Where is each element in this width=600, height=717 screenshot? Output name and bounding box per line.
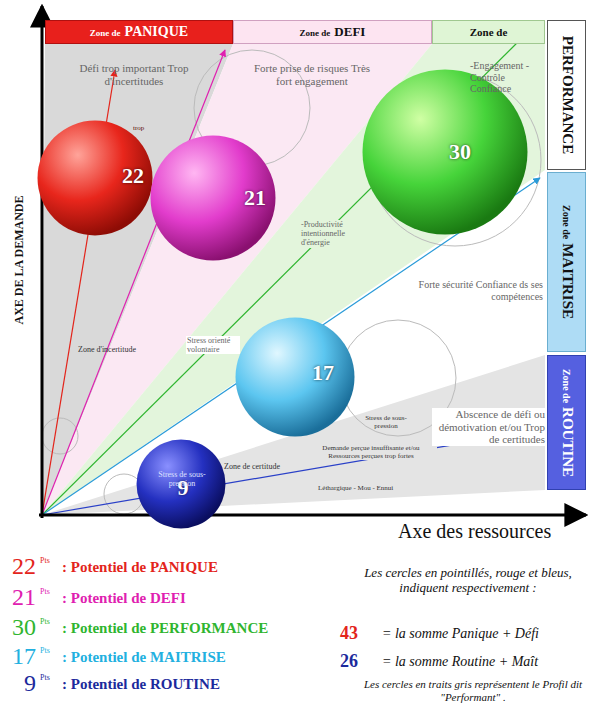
sphere-value: 22: [122, 163, 144, 189]
mastery-sphere: 17: [235, 317, 355, 437]
legend-unit: Pts: [40, 646, 50, 655]
challenge-sphere: 21: [150, 135, 276, 261]
zone-name: Zone de: [470, 26, 508, 38]
sphere-shape: [151, 136, 276, 261]
zone-name: Zone de: [90, 28, 121, 38]
zone-note: Forte prise de risques Très fort engagem…: [248, 62, 376, 87]
legend-number: 30: [12, 614, 36, 642]
resource-axis: [39, 514, 586, 517]
zone-note: Abscence de défi ou démotivation et/ou T…: [432, 408, 546, 446]
sphere-note: trop: [133, 124, 155, 132]
zone-name: Zone de: [560, 368, 571, 402]
challenge-zone-band: Zone deDEFI: [233, 20, 432, 44]
note-text: = la somme Panique + Défi: [382, 626, 539, 642]
legend-text: : Potentiel de PERFORMANCE: [62, 620, 268, 637]
zone-label: Zone deDEFI: [300, 24, 366, 40]
zone-note: Défi trop important Trop d'incertitudes: [70, 62, 198, 87]
zone-note: Zone de certitude: [224, 462, 280, 471]
axis-title: AXE DE LA DEMANDE: [13, 195, 27, 324]
zone-name: DEFI: [334, 24, 365, 40]
legend-unit: Pts: [40, 556, 50, 565]
zone-note: Demande perçue insuffisante et/ou Ressou…: [305, 444, 437, 460]
zone-label: Zone de MAITRISE: [558, 205, 575, 319]
legend-number: 17: [12, 643, 36, 671]
performance-zone-box: PERFORMANCE: [547, 20, 586, 170]
performance-zone-band: Zone de: [432, 20, 545, 44]
legend-text: : Potentiel de PANIQUE: [62, 559, 218, 576]
zone-note: Forte sécurité Confiance ds ses compéten…: [400, 279, 543, 302]
zone-label: PERFORMANCE: [558, 36, 575, 154]
zone-label: Zone de PANIQUE: [90, 24, 188, 40]
sphere-value: 21: [244, 185, 266, 211]
zone-name: PANIQUE: [125, 24, 189, 40]
legend-unit: Pts: [40, 673, 50, 682]
sphere-shape: [363, 70, 528, 235]
sum-number: 26: [340, 651, 358, 672]
zone-name: Zone de: [560, 205, 571, 239]
sphere-shape: [236, 318, 355, 437]
sphere-shape: [235, 317, 355, 437]
axis-title: Axe des ressources: [398, 520, 551, 543]
zone-name: ROUTINE: [558, 407, 575, 477]
sphere-shape: [137, 440, 226, 529]
zone-note: -Engagement -Contrôle Confiance: [470, 60, 542, 95]
zone-label: Zone de ROUTINE: [558, 368, 575, 476]
panic-sphere: 22: [37, 120, 153, 236]
zone-note: Stress de sous-pression: [158, 470, 206, 488]
note-text: Les cercles en pointillés, rouge et bleu…: [350, 566, 586, 596]
sphere-shape: [38, 121, 153, 236]
zone-note: Stress orienté volontaire: [186, 336, 240, 354]
panic-zone-band: Zone de PANIQUE: [45, 20, 233, 44]
legend-text: : Potentiel de MAITRISE: [62, 649, 226, 666]
legend-number: 22: [12, 553, 36, 581]
zone-name: Zone de: [300, 28, 331, 38]
zone-label: Zone de: [470, 26, 508, 38]
legend-unit: Pts: [40, 617, 50, 626]
performance-wedge: [42, 20, 545, 515]
sphere-value: 30: [449, 139, 471, 165]
note-text: Les cercles en traits gris représentent …: [362, 678, 584, 703]
sphere-value: 17: [312, 360, 334, 386]
routine-zone-box: Zone de ROUTINE: [547, 355, 586, 490]
sum-number: 43: [340, 623, 358, 644]
mastery-zone-box: Zone de MAITRISE: [547, 172, 586, 352]
zone-note: Léthargique - Mou - Ennui: [318, 484, 393, 492]
demand-axis: [41, 6, 44, 518]
zone-note: Stress de sous-pression: [356, 414, 416, 430]
legend-text: : Potentiel de DEFI: [62, 590, 186, 607]
zone-name: MAITRISE: [558, 243, 575, 319]
zone-name: PERFORMANCE: [558, 36, 575, 154]
legend-number: 21: [12, 584, 36, 612]
legend-number: 9: [24, 670, 36, 698]
legend-unit: Pts: [40, 587, 50, 596]
zone-note: -Productivité intentionnelle d'énergie: [300, 220, 364, 248]
zone-note: Zone d'incertitude: [78, 345, 136, 354]
legend-text: : Potentiel de ROUTINE: [62, 676, 220, 693]
note-text: = la somme Routine + Maît: [382, 654, 538, 670]
